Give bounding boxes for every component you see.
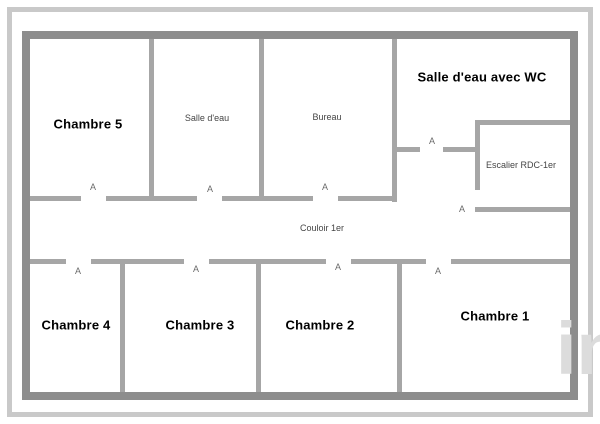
wall-couloir-bottom-1 <box>30 259 66 264</box>
wall-chambre2-chambre1 <box>397 264 402 392</box>
room-label-couloir: Couloir 1er <box>299 223 345 233</box>
door-marker-escalier: A <box>458 204 466 214</box>
wall-couloir-bottom-3 <box>209 259 326 264</box>
room-label-escalier: Escalier RDC-1er <box>485 160 557 170</box>
wall-escalier-left <box>475 120 480 190</box>
image-frame <box>7 7 593 417</box>
wall-chambre3-chambre2 <box>256 264 261 392</box>
room-label-salle-deau: Salle d'eau <box>184 113 230 123</box>
wall-couloir-bottom-5 <box>451 259 570 264</box>
door-marker-salle-deau-wc: A <box>428 136 436 146</box>
door-marker-chambre-2: A <box>334 262 342 272</box>
wall-wc-bottom-left <box>392 147 420 152</box>
wall-escalier-bottom <box>475 207 570 212</box>
door-marker-salle-deau: A <box>206 184 214 194</box>
wall-couloir-bottom-2 <box>91 259 184 264</box>
room-label-chambre-3: Chambre 3 <box>165 317 235 333</box>
room-label-salle-deau-wc: Salle d'eau avec WC <box>417 69 547 85</box>
wall-couloir-bottom-4 <box>351 259 426 264</box>
wall-bureau-wc <box>392 39 397 202</box>
wall-chambre5-salledeau <box>149 39 154 197</box>
room-label-chambre-4: Chambre 4 <box>41 317 111 333</box>
outer-wall <box>22 31 578 400</box>
wall-couloir-top-1 <box>30 196 81 201</box>
door-marker-chambre-5: A <box>89 182 97 192</box>
wall-salledeau-bureau <box>259 39 264 197</box>
watermark-logo: in <box>556 307 600 390</box>
door-marker-bureau: A <box>321 182 329 192</box>
door-marker-chambre-1: A <box>434 266 442 276</box>
wall-couloir-top-3 <box>222 196 313 201</box>
wall-wc-bottom-right <box>443 147 477 152</box>
wall-chambre4-chambre3 <box>120 264 125 392</box>
door-marker-chambre-4: A <box>74 266 82 276</box>
wall-escalier-top <box>475 120 570 125</box>
wall-couloir-top-2 <box>106 196 197 201</box>
door-marker-chambre-3: A <box>192 264 200 274</box>
room-label-chambre-1: Chambre 1 <box>460 308 530 324</box>
room-label-chambre-5: Chambre 5 <box>53 116 123 132</box>
room-label-bureau: Bureau <box>312 112 342 122</box>
room-label-chambre-2: Chambre 2 <box>285 317 355 333</box>
wall-couloir-top-4 <box>338 196 392 201</box>
